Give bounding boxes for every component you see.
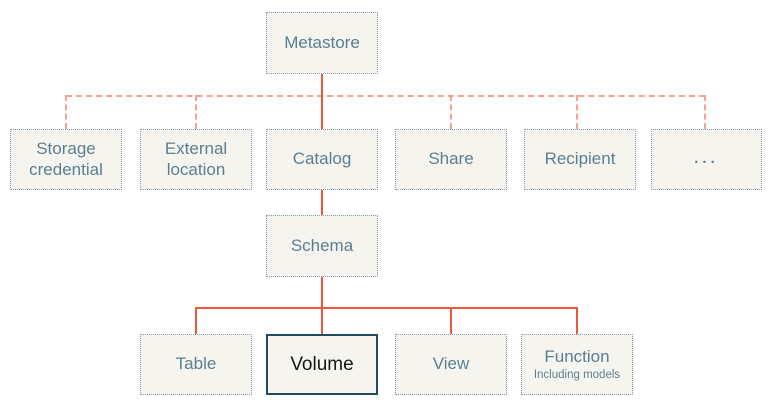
node-catalog-label: Catalog: [292, 149, 352, 169]
node-function: Function Including models: [521, 334, 633, 395]
node-table: Table: [140, 334, 252, 395]
node-share: Share: [395, 129, 507, 190]
node-ellipsis: ...: [651, 129, 762, 190]
node-metastore-label: Metastore: [284, 32, 360, 52]
node-external-location-label: External location: [164, 138, 228, 179]
node-table-label: Table: [175, 354, 217, 374]
node-view-label: View: [432, 354, 470, 374]
connector-schema-children-bus: [195, 307, 578, 309]
connector-metastore-children-bus: [66, 95, 705, 97]
node-catalog: Catalog: [266, 129, 378, 190]
node-storage-credential: Storage credential: [10, 129, 122, 190]
connector-metastore-more: [704, 95, 706, 129]
connector-schema-function: [576, 307, 578, 334]
node-function-label: Function: [544, 347, 610, 367]
node-metastore: Metastore: [266, 12, 378, 74]
connector-metastore-external-location: [195, 95, 197, 129]
connector-schema-table: [195, 307, 197, 334]
node-volume-label: Volume: [290, 353, 354, 375]
connector-schema-volume: [321, 277, 323, 334]
node-view: View: [395, 334, 507, 395]
connector-metastore-catalog: [321, 74, 323, 129]
connector-metastore-recipient: [576, 95, 578, 129]
node-schema-label: Schema: [290, 235, 354, 255]
connector-metastore-storage-credential: [65, 95, 67, 129]
connector-metastore-share: [450, 95, 452, 129]
node-share-label: Share: [428, 149, 474, 169]
connector-schema-view: [450, 307, 452, 334]
node-storage-credential-label: Storage credential: [29, 138, 103, 179]
node-volume: Volume: [266, 334, 378, 395]
node-schema: Schema: [266, 215, 378, 277]
node-ellipsis-label: ...: [694, 150, 719, 168]
node-function-sublabel: Including models: [533, 368, 621, 381]
node-external-location: External location: [140, 129, 252, 190]
node-recipient-label: Recipient: [544, 149, 616, 169]
node-recipient: Recipient: [524, 129, 636, 190]
connector-catalog-schema: [321, 190, 323, 215]
